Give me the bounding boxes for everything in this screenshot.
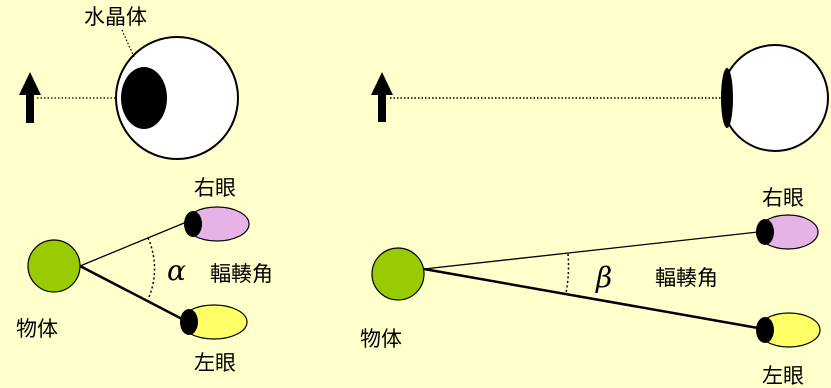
left-eye: [180, 304, 248, 340]
eyeball: [721, 44, 829, 152]
right-sight-line: [423, 231, 759, 270]
left-sight-line: [79, 264, 185, 322]
beta-symbol: β: [595, 261, 612, 294]
thick-lens: [121, 67, 167, 129]
object-label: 物体: [16, 317, 58, 341]
left-eye-label: 左眼: [194, 351, 236, 375]
up-arrow-icon: [371, 72, 393, 122]
right-eye-label: 右眼: [194, 176, 236, 200]
right-eye: [184, 206, 250, 242]
right-eye: [756, 214, 819, 250]
left-sight-line: [423, 267, 759, 330]
alpha-angle-arc: [147, 237, 156, 298]
near-convergence-panel: 右眼 左眼 物体 α 輻輳角: [16, 176, 273, 375]
near-accommodation-panel: 水晶体: [19, 5, 239, 160]
left-eye: [756, 312, 821, 348]
object-circle: [27, 239, 81, 293]
object-circle: [371, 247, 425, 301]
up-arrow-icon: [19, 72, 41, 123]
left-eye-label: 左眼: [762, 364, 804, 388]
lens-label: 水晶体: [84, 5, 147, 29]
right-sight-line: [79, 220, 190, 267]
lens-leader-line: [121, 29, 135, 58]
convergence-angle-label: 輻輳角: [210, 262, 273, 286]
right-eye-label: 右眼: [762, 186, 804, 210]
far-accommodation-panel: [371, 44, 829, 152]
object-label: 物体: [360, 327, 402, 351]
alpha-symbol: α: [167, 254, 186, 287]
beta-angle-arc: [565, 253, 570, 294]
thin-lens: [721, 68, 733, 128]
convergence-angle-label: 輻輳角: [655, 266, 718, 290]
far-convergence-panel: 右眼 左眼 物体 β 輻輳角: [360, 186, 821, 388]
